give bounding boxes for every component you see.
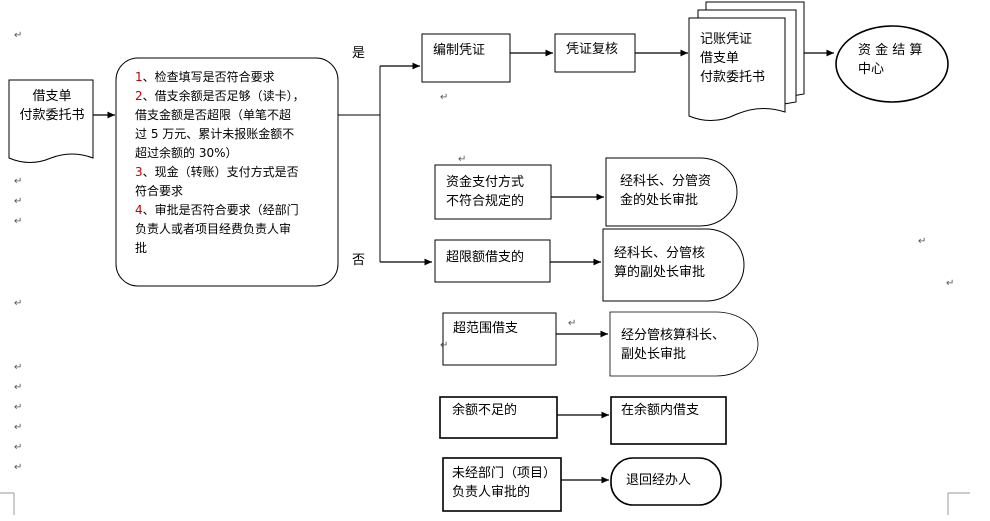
paragraph-mark: ↵ [440,340,449,351]
paragraph-mark: ↵ [14,382,23,393]
check-2-line1: 、借支余额是否足够（读卡）， [142,89,305,103]
paragraph-mark: ↵ [14,216,23,227]
case2-condition-label: 超限额借支的 [446,250,525,265]
paragraph-mark: ↵ [946,278,955,289]
check-2-number: 2 [135,89,143,103]
case1-condition-label: 资金支付方式 不符合规定的 [446,173,546,211]
case1-action-shape [605,157,738,227]
paragraph-mark: ↵ [14,298,23,309]
case1-action-line1: 经科长、分管资 [620,174,712,189]
docs-line3: 付款委托书 [700,70,766,85]
settlement-center-shape [835,25,949,103]
paragraph-mark: ↵ [458,154,467,165]
paragraph-mark: ↵ [14,196,23,207]
case1-action-label: 经科长、分管资 金的处长审批 [620,172,730,210]
case4-condition-box [439,396,558,439]
check-1-text: 、检查填写是否符合要求 [142,70,275,84]
paragraph-mark: ↵ [918,236,927,247]
checks-box [115,57,339,287]
check-4-number: 4 [135,203,143,217]
paragraph-mark: ↵ [14,176,23,187]
case4-condition-label: 余额不足的 [452,403,518,418]
review-voucher-box [554,33,636,73]
check-item-2: 2、借支余额是否足够（读卡）， [135,87,331,106]
paragraph-mark: ↵ [568,318,577,329]
docs-label: 记账凭证 借支单 付款委托书 [700,30,784,87]
check-3-line2: 符合要求 [135,184,184,198]
check-2-line2: 借支金额是否超限（单笔不超 [135,108,292,122]
case3-action-label: 经分管核算科长、 副处长审批 [621,326,751,364]
case2-action-label: 经科长、分管核 算的副处长审批 [614,244,734,282]
case2-condition-box [434,239,551,283]
case1-condition-line2: 不符合规定的 [446,194,525,209]
source-label: 借支单 付款委托书 [14,87,90,125]
case3-condition-label: 超范围借支 [453,321,519,336]
case3-action-line1: 经分管核算科长、 [621,328,726,343]
case5-condition-box [442,457,562,512]
source-label-line1: 借支单 [32,89,72,104]
review-voucher-label: 凭证复核 [566,42,619,57]
docs-line1: 记账凭证 [700,32,753,47]
source-label-line2: 付款委托书 [19,108,85,123]
case5-action-label: 退回经办人 [626,473,692,488]
case2-action-line2: 算的副处长审批 [614,265,706,280]
case3-condition-box [442,312,557,366]
case3-action-line2: 副处长审批 [621,347,687,362]
check-4-line1: 、审批是否符合要求（经部门 [142,203,299,217]
case1-condition-line1: 资金支付方式 [446,175,525,190]
case4-action-label: 在余额内借支 [621,403,700,418]
check-3-line1: 、现金（转账）支付方式是否 [142,165,299,179]
settlement-center-label: 资 金 结 算 中心 [858,41,938,79]
compile-voucher-box [421,33,511,83]
paragraph-mark: ↵ [14,30,23,41]
paragraph-mark: ↵ [14,402,23,413]
checks-text: 1、检查填写是否符合要求 2、借支余额是否足够（读卡）， 借支金额是否超限（单笔… [135,68,331,258]
crop-mark-right [947,492,970,515]
check-4-line2: 负责人或者项目经费负责人审 [135,222,292,236]
case5-condition-label: 未经部门（项目） 负责人审批的 [452,464,562,502]
docs-line2: 借支单 [700,51,740,66]
case2-action-shape [602,228,745,302]
check-1-number: 1 [135,70,143,84]
check-item-4: 4、审批是否符合要求（经部门 [135,201,331,220]
check-4-line3: 批 [135,241,148,255]
check-3-number: 3 [135,165,143,179]
paragraph-mark: ↵ [14,422,23,433]
branch-yes-label: 是 [352,46,366,61]
check-item-1: 1、检查填写是否符合要求 [135,68,331,87]
paragraph-mark: ↵ [440,92,449,103]
case5-action-box [610,457,722,506]
crop-mark-left [0,492,15,515]
case1-action-line2: 金的处长审批 [620,193,699,208]
paragraph-mark: ↵ [14,362,23,373]
case4-action-box [610,396,727,445]
check-2-line3: 过 5 万元、累计未报账金额不 [135,127,295,141]
branch-no-label: 否 [352,253,366,268]
case1-condition-box [434,164,552,220]
docs-stack-front [688,17,786,121]
case2-action-line1: 经科长、分管核 [614,246,706,261]
paragraph-mark: ↵ [14,462,23,473]
case5-condition-line2: 负责人审批的 [452,485,531,500]
compile-voucher-label: 编制凭证 [433,43,486,58]
paragraph-mark: ↵ [14,442,23,453]
center-line2: 中心 [858,62,885,77]
source-document-shape [8,79,94,163]
check-2-line4: 超过余额的 30%） [135,146,238,160]
case5-condition-line1: 未经部门（项目） [452,466,557,481]
center-line1: 资 金 结 算 [858,43,923,58]
case3-action-shape [609,311,759,377]
check-item-3: 3、现金（转账）支付方式是否 [135,163,331,182]
